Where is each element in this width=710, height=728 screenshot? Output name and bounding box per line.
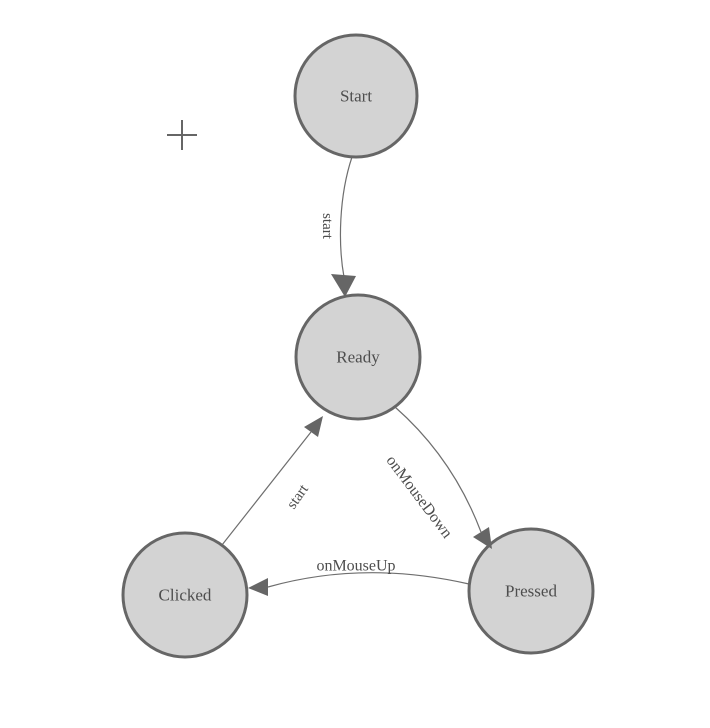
state-label-ready: Ready — [336, 348, 380, 367]
transition-label-onmousedown: onMouseDown — [383, 452, 456, 541]
arrowhead-into-ready-from-clicked — [304, 416, 323, 437]
state-node-clicked[interactable]: Clicked — [121, 531, 249, 659]
state-label-clicked: Clicked — [159, 586, 212, 605]
arrowhead-into-ready-from-start — [331, 274, 356, 297]
transition-ready-to-pressed[interactable] — [394, 406, 482, 533]
state-node-start[interactable]: Start — [293, 33, 419, 159]
crosshair-cursor-icon — [167, 120, 197, 150]
transition-label-onmouseup: onMouseUp — [316, 558, 395, 575]
state-circle-ready[interactable] — [294, 293, 422, 421]
state-circle-start[interactable] — [293, 33, 419, 159]
transition-clicked-to-ready[interactable] — [221, 431, 312, 546]
state-circle-pressed[interactable] — [467, 527, 595, 655]
arrowhead-into-pressed — [473, 527, 492, 549]
state-node-ready[interactable]: Ready — [294, 293, 422, 421]
transition-label-start-diagonal: start — [284, 481, 312, 512]
transition-start-to-ready[interactable] — [339, 156, 353, 278]
transition-pressed-to-clicked[interactable] — [267, 572, 470, 588]
state-circle-clicked[interactable] — [121, 531, 249, 659]
state-node-pressed[interactable]: Pressed — [467, 527, 595, 655]
transition-label-start-vertical: start — [319, 213, 335, 240]
state-label-pressed: Pressed — [505, 582, 557, 601]
arrowhead-into-clicked — [248, 578, 268, 596]
state-label-start: Start — [340, 87, 372, 106]
